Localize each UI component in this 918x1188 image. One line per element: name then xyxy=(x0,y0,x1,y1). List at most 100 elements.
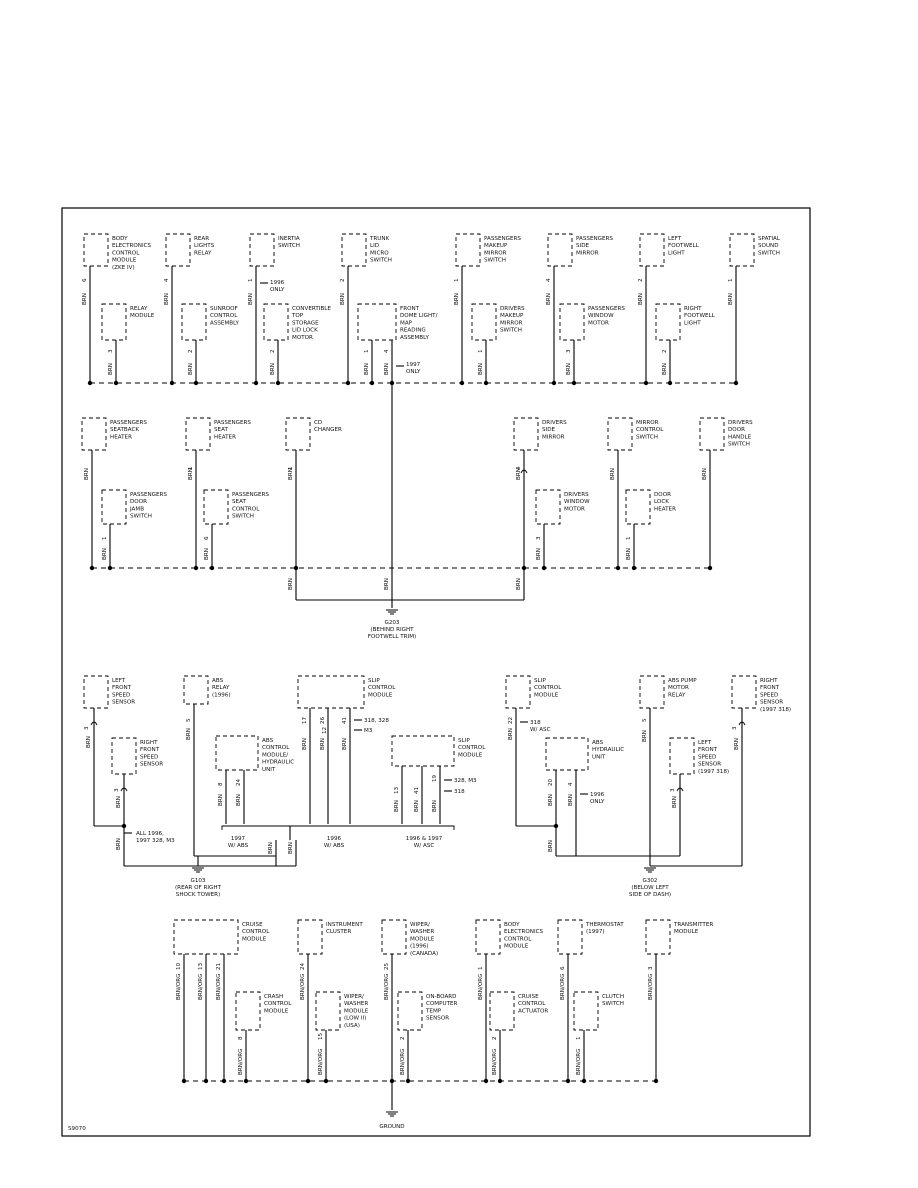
wire-color: BRN xyxy=(218,794,224,806)
connector-symbol xyxy=(738,721,746,726)
component-drv-makeup-label: MAKEUP xyxy=(500,313,524,319)
component-abs-relay xyxy=(183,675,209,705)
wire-color: BRN xyxy=(638,293,644,305)
pin-number: 4 xyxy=(516,466,522,470)
component-inertia-label: INERTIA xyxy=(278,236,300,242)
component-left-footwell-label: LEFT xyxy=(668,236,682,242)
component-trunk-label: TRUNK xyxy=(369,236,390,242)
splice-dot xyxy=(369,380,375,386)
splice-dot xyxy=(553,823,559,829)
pin-number: 4 xyxy=(384,349,390,353)
pin-number: 1 xyxy=(364,349,370,353)
wire-color: BRN xyxy=(536,548,542,560)
ground-location: SIDE OF DASH) xyxy=(629,892,671,898)
label: 1997 328, M3 xyxy=(136,838,175,844)
splice-dot xyxy=(107,565,113,571)
pin-number: 1 xyxy=(248,278,254,282)
component-crash xyxy=(235,991,261,1031)
pin-number: 6 xyxy=(82,278,88,282)
pin-number: 1 xyxy=(728,278,734,282)
component-sunroof-label: CONTROL xyxy=(210,313,238,319)
component-cruise-act-label: CONTROL xyxy=(518,1001,546,1007)
splice-dot xyxy=(565,1078,571,1084)
ground-G302 xyxy=(644,867,656,873)
component-pass-makeup xyxy=(455,233,481,267)
component-drv-window-label: DRIVERS xyxy=(564,492,589,498)
pin-number: 8 xyxy=(218,782,224,786)
component-rear-lights-label: LIGHTS xyxy=(194,243,215,249)
component-abs-hydraulic-unit-label: HYDRAULIC xyxy=(592,747,624,753)
component-right-front-speed-sensor-2-label: SPEED xyxy=(760,692,778,698)
ground-G203 xyxy=(386,609,398,615)
wire-color: BRN xyxy=(288,842,294,854)
component-left-front-speed-sensor xyxy=(83,675,109,709)
component-abs-control-module-label: HYDRAULIC xyxy=(262,760,294,766)
pin-number: 8 xyxy=(238,1036,244,1040)
component-door-lock-label: HEATER xyxy=(654,506,676,512)
splice-dot xyxy=(275,380,281,386)
component-pass-seat-heater-label: PASSENGERS xyxy=(214,420,251,426)
label: 318, 328 xyxy=(364,718,389,724)
component-left-front-speed-sensor-2-label: FRONT xyxy=(698,747,718,753)
component-front-dome-label: ASSEMBLY xyxy=(400,335,429,341)
component-bec2-label: MODULE xyxy=(504,944,529,950)
component-drv-side-mirror xyxy=(513,417,539,451)
pin-number: 20 xyxy=(548,778,554,786)
component-relay-mod-label: RELAY xyxy=(130,306,148,312)
group-label: 1997 xyxy=(231,836,246,842)
component-left-footwell-label: LIGHT xyxy=(668,250,685,256)
wire-color: BRN xyxy=(340,293,346,305)
component-slip-control-module-2-label: MODULE xyxy=(458,752,483,758)
component-front-dome-label: READING xyxy=(400,328,426,334)
pin-number: 1 xyxy=(454,278,460,282)
component-wiper-can-label: MODULE xyxy=(410,936,435,942)
component-pass-seatback-label: PASSENGERS xyxy=(110,420,147,426)
pin-number: 1 xyxy=(478,966,484,970)
wire-color: BRN xyxy=(116,796,122,808)
splice-dot xyxy=(113,380,119,386)
splice-dot xyxy=(389,380,395,386)
component-right-front-speed-sensor-2-label: FRONT xyxy=(760,685,780,691)
component-cd-changer-label: CHANGER xyxy=(314,427,342,433)
component-obc-temp-label: SENSOR xyxy=(426,1016,449,1022)
ground-location: (BEHIND RIGHT xyxy=(370,627,414,633)
pin-number: 3 xyxy=(566,349,572,353)
pin-number: 4 xyxy=(164,278,170,282)
pin-number: 2 xyxy=(340,278,346,282)
wire-color: BRN xyxy=(568,794,574,806)
component-left-front-speed-sensor-2-label: LEFT xyxy=(698,740,712,746)
component-front-dome-label: DOME LIGHT/ xyxy=(400,313,438,319)
wire-color: BRN xyxy=(734,738,740,750)
ground-label: GROUND xyxy=(379,1124,404,1130)
pin-number: 13 xyxy=(394,786,400,794)
group-bracket xyxy=(221,825,455,830)
wire-color: BRN xyxy=(86,736,92,748)
component-cruise-act-label: ACTUATOR xyxy=(518,1008,548,1014)
component-mirror-ctrl-label: MIRROR xyxy=(636,420,659,426)
component-drv-door-handle-label: SWITCH xyxy=(728,442,750,448)
component-right-front-speed-sensor xyxy=(111,737,137,775)
component-abs-pump-motor-relay-label: ABS PUMP xyxy=(668,678,697,684)
component-sunroof-label: SUNROOF xyxy=(210,306,238,312)
splice-dot xyxy=(653,1078,659,1084)
component-left-front-speed-sensor-label: LEFT xyxy=(112,678,126,684)
component-right-front-speed-sensor-2-label: SENSOR xyxy=(760,700,783,706)
component-wiper-usa-label: (LOW II) xyxy=(344,1016,366,1022)
component-door-lock-label: LOCK xyxy=(654,499,669,505)
component-obc-temp-label: TEMP xyxy=(425,1008,442,1014)
pin-number: 3 xyxy=(108,349,114,353)
wire-color: BRN/ORG xyxy=(492,1049,498,1075)
pin-number: 25 xyxy=(384,962,390,970)
splice-dot xyxy=(707,565,713,571)
pin-number: 1 xyxy=(626,536,632,540)
component-conv-top-label: MOTOR xyxy=(292,335,313,341)
connector-symbol xyxy=(90,721,98,726)
wire-color: BRN xyxy=(102,548,108,560)
component-cluster-label: INSTRUMENT xyxy=(326,922,363,928)
pin-number: 3 xyxy=(670,788,676,792)
component-right-front-speed-sensor-label: FRONT xyxy=(140,747,160,753)
label: 1997 xyxy=(406,362,421,368)
component-left-front-speed-sensor-label: SPEED xyxy=(112,692,130,698)
ground-name: G103 xyxy=(190,878,205,884)
